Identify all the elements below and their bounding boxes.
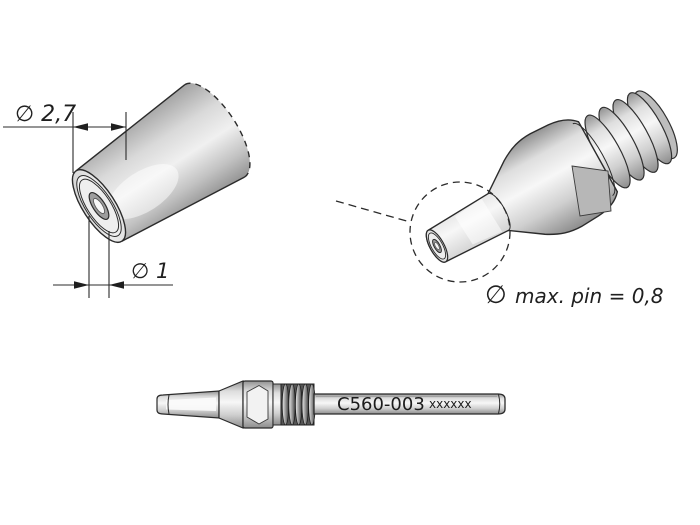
tip-detail-body xyxy=(71,82,251,243)
diameter-symbol: ∅ xyxy=(485,280,507,309)
body-thread-junction xyxy=(572,122,616,196)
bore-hole-inner xyxy=(92,197,106,215)
thread-ridge xyxy=(295,383,303,426)
side-profile-view: C560-003 xxxxxx xyxy=(156,380,506,429)
thread-ridge xyxy=(301,383,309,426)
arrowhead-right xyxy=(111,123,126,131)
tip-cap-seam xyxy=(167,394,170,415)
arrowhead-left xyxy=(74,281,89,289)
profile-flare-cone xyxy=(218,380,244,429)
break-line-dashed xyxy=(184,82,251,178)
thread-ridge xyxy=(281,383,290,426)
nozzle-3d-body xyxy=(425,90,678,263)
face-ring-inner xyxy=(78,178,120,234)
profile-neck xyxy=(272,383,282,426)
tip-body-highlight xyxy=(108,164,179,220)
hex-facet xyxy=(571,165,612,217)
thread-ridge xyxy=(288,383,296,426)
front-face-3d xyxy=(425,229,449,263)
shaft-body xyxy=(313,393,506,415)
tip-highlight xyxy=(454,198,503,245)
dimension-label-outer: ∅ 2,7 xyxy=(15,102,76,127)
callout-leader-line xyxy=(335,200,411,223)
profile-hex-facet xyxy=(246,384,269,425)
tip-detail-view: ∅ 2,7 ∅ 1 xyxy=(3,82,251,298)
thread-section-3d xyxy=(584,90,678,189)
callout-circle xyxy=(409,181,511,283)
dimension-outer-diameter: ∅ 2,7 xyxy=(3,102,127,173)
max-pin-label: max. pin = 0,8 xyxy=(515,284,664,308)
tip-body-top-edge xyxy=(75,84,186,172)
profile-shaft: C560-003 xxxxxx xyxy=(313,393,506,415)
profile-tip-highlight xyxy=(166,397,216,411)
serial-marking-label: xxxxxx xyxy=(429,397,472,411)
arrowhead-right xyxy=(109,281,124,289)
part-number-label: C560-003 xyxy=(337,394,425,415)
profile-thread-section xyxy=(280,383,316,426)
max-pin-annotation: ∅ max. pin = 0,8 xyxy=(485,280,664,309)
nozzle-perspective-view: ∅ max. pin = 0,8 xyxy=(335,90,678,309)
tip-body-bottom-edge xyxy=(121,176,246,242)
dimension-label-hole: ∅ 1 xyxy=(131,259,169,283)
arrowhead-left xyxy=(73,123,88,131)
bore-hole-inner xyxy=(434,241,440,251)
shaft-end-seam xyxy=(498,394,501,414)
dimension-hole-diameter: ∅ 1 xyxy=(53,216,173,298)
